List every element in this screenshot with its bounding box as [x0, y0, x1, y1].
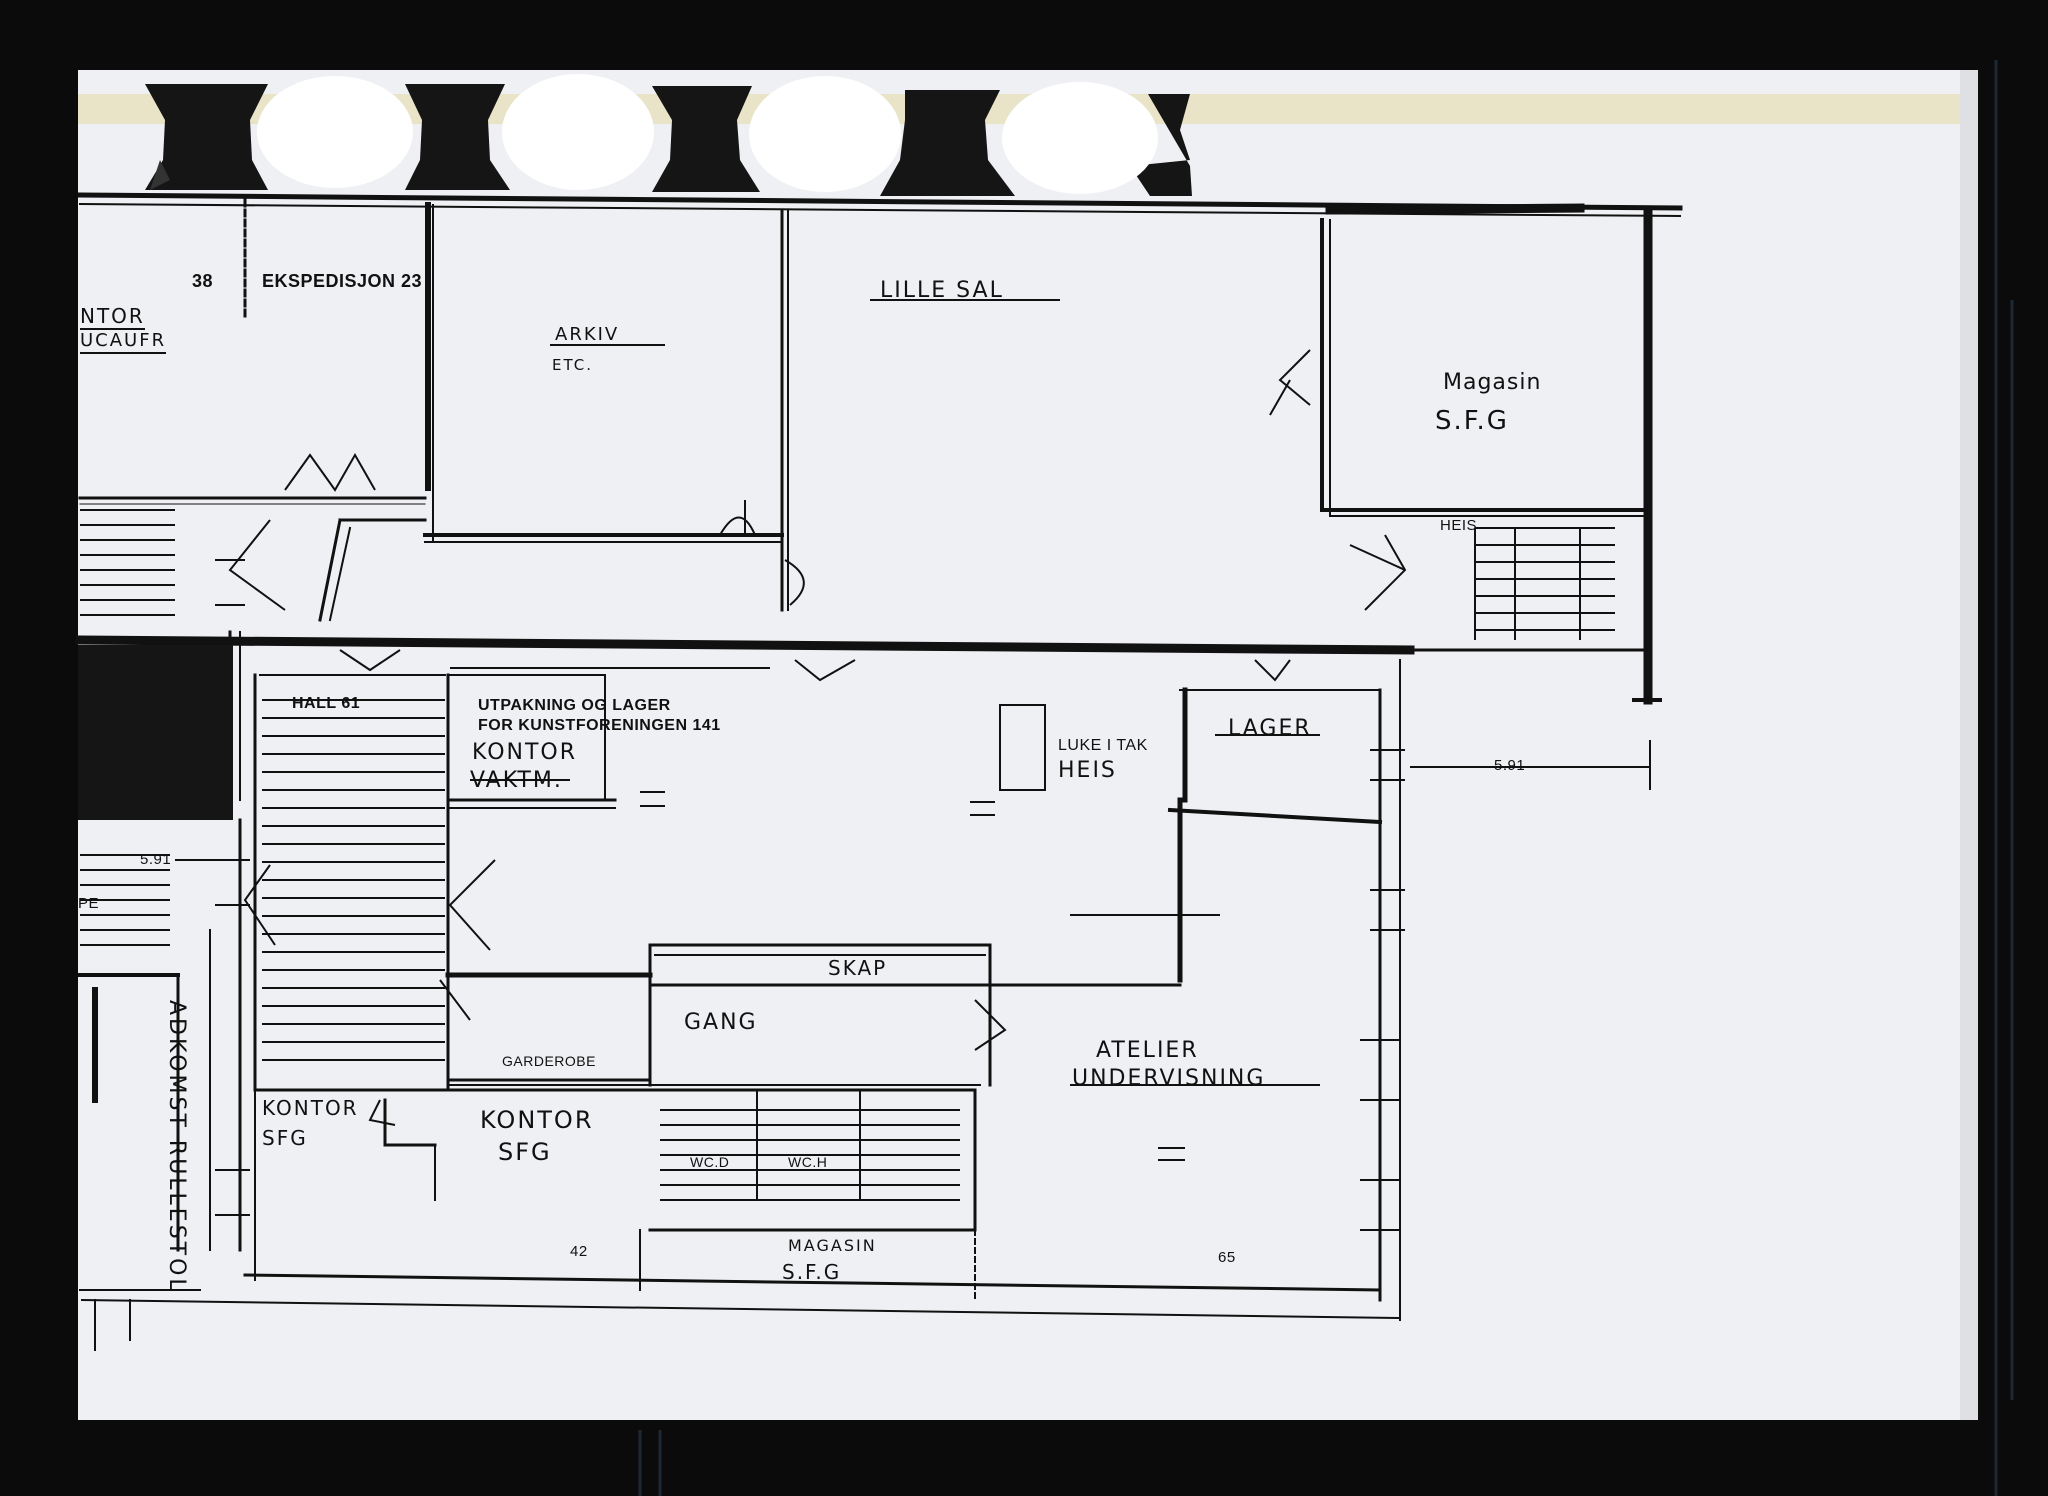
magasin-top-sublabel: S.F.G — [1435, 406, 1509, 436]
room-number-42: 42 — [570, 1243, 588, 1260]
kontor-top-label: NTOR — [80, 304, 145, 330]
wc-d-label: WC.D — [690, 1154, 730, 1170]
facade-columns — [145, 84, 1192, 196]
scan-edge-artifacts — [638, 60, 2014, 1496]
facade-windows — [257, 74, 1158, 194]
paper-sheet — [78, 70, 1978, 1420]
door-swings — [228, 349, 1407, 1126]
magasin-bottom-label: MAGASIN — [788, 1236, 877, 1255]
garderobe-label: GARDEROBE — [502, 1053, 596, 1069]
luke-heis-label: HEIS — [1058, 758, 1117, 783]
adkomst-rullestol-label: ADKOMST RULLESTOL — [164, 1000, 189, 1294]
magasin-bottom-sublabel: S.F.G — [782, 1260, 842, 1284]
arkiv-label: ARKIV — [555, 324, 620, 345]
arkiv-sublabel: ETC. — [552, 356, 594, 374]
wc-h-label: WC.H — [788, 1154, 828, 1170]
lille-sal-label: LILLE SAL — [880, 278, 1004, 303]
skap-label: SKAP — [828, 956, 888, 980]
kontor-vaktm-label: KONTOR — [472, 740, 578, 765]
label-underlines — [450, 299, 1320, 1086]
atelier-sublabel: UNDERVISNING — [1072, 1066, 1266, 1091]
ekspedisjon-label: EKSPEDISJON 23 — [262, 271, 423, 291]
room-number-38: 38 — [192, 271, 214, 291]
walls — [75, 192, 1683, 1351]
kontor-sfg-sublabel: SFG — [498, 1138, 552, 1166]
stairs — [80, 509, 1615, 1201]
kontor-sfg-label: KONTOR — [480, 1106, 594, 1134]
dimension-right: 5.91 — [1494, 757, 1526, 774]
gang-label: GANG — [684, 1010, 758, 1035]
magasin-top-label: Magasin — [1443, 370, 1542, 395]
kontor-vaktm-sublabel: VAKTM. — [470, 768, 563, 793]
utpakning-label: UTPAKNING OG LAGER — [478, 697, 671, 714]
pe-label: PE — [78, 895, 100, 912]
utpakning-sublabel: FOR KUNSTFORENINGEN 141 — [478, 717, 721, 734]
lager-label: LAGER — [1228, 716, 1312, 741]
kontor-sfg-small-sublabel: SFG — [262, 1126, 308, 1150]
dimension-left: 5.91 — [140, 851, 172, 868]
heis-top-label: HEIS — [1440, 517, 1478, 534]
wall-ticks — [175, 559, 1651, 1231]
atelier-label: ATELIER — [1096, 1038, 1199, 1063]
kontor-sfg-small-label: KONTOR — [262, 1096, 359, 1120]
kontor-top-sublabel: UCAUFR — [80, 332, 167, 354]
room-number-65: 65 — [1218, 1249, 1236, 1266]
luke-label: LUKE I TAK — [1058, 737, 1148, 754]
hall-label: HALL 61 — [292, 695, 361, 712]
